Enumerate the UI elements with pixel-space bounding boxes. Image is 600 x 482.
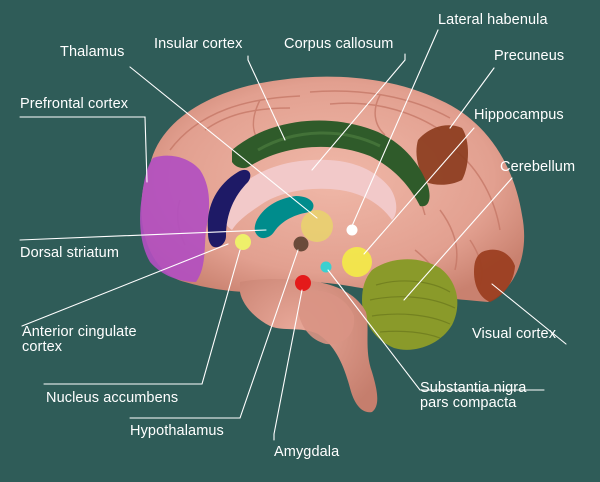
leader-lines xyxy=(19,29,567,441)
label-dorsal-striatum: Dorsal striatum xyxy=(20,245,119,261)
cerebellum-region xyxy=(362,259,458,350)
hypothalamus-marker xyxy=(293,236,309,252)
precuneus-region xyxy=(416,125,468,185)
label-cerebellum: Cerebellum xyxy=(500,159,576,175)
label-anterior-cingulate-cortex: Anterior cingulate cortex xyxy=(22,325,137,355)
label-visual-cortex: Visual cortex xyxy=(472,326,557,342)
anterior-cingulate-region xyxy=(254,196,314,239)
amygdala-marker xyxy=(295,275,311,291)
leader-amygdala xyxy=(273,289,303,441)
leader-hippocampus xyxy=(363,127,475,255)
label-substantia-nigra-line2: pars compacta xyxy=(420,395,517,411)
leader-visual-cortex xyxy=(491,283,567,345)
leader-anterior-cingulate xyxy=(21,243,229,327)
leader-dorsal-striatum xyxy=(19,229,267,241)
label-insular-cortex: Insular cortex xyxy=(154,36,243,52)
label-nucleus-accumbens: Nucleus accumbens xyxy=(46,390,179,406)
label-substantia-nigra-pars-compacta: Substantia nigra pars compacta xyxy=(420,381,526,411)
corpus-callosum-band xyxy=(232,120,430,207)
hippocampus-marker xyxy=(342,247,372,277)
leader-hypothalamus xyxy=(129,249,299,419)
label-anterior-cingulate-line2: cortex xyxy=(22,339,63,355)
substantia-nigra-marker xyxy=(320,261,332,273)
label-thalamus: Thalamus xyxy=(60,44,125,60)
leader-prefrontal-cortex xyxy=(19,116,148,183)
leader-insular-cortex xyxy=(247,55,286,141)
lateral-habenula-marker xyxy=(346,224,358,236)
corpus-callosum-band-shine xyxy=(257,131,381,152)
thalamus-marker xyxy=(301,210,333,242)
corpus-callosum-inner xyxy=(222,159,397,230)
label-precuneus: Precuneus xyxy=(494,48,565,64)
pons xyxy=(298,290,355,345)
leader-lateral-habenula xyxy=(351,29,439,227)
label-hypothalamus: Hypothalamus xyxy=(130,423,224,439)
leader-thalamus xyxy=(129,66,318,219)
leader-corpus-callosum xyxy=(311,53,406,171)
label-amygdala: Amygdala xyxy=(274,444,340,460)
leader-substantia-nigra xyxy=(327,269,545,391)
label-lateral-habenula: Lateral habenula xyxy=(438,12,548,28)
label-hippocampus: Hippocampus xyxy=(474,107,564,123)
nucleus-accumbens-marker xyxy=(235,234,251,250)
leader-nucleus-accumbens xyxy=(43,249,241,385)
label-corpus-callosum: Corpus callosum xyxy=(284,36,394,52)
dorsal-striatum-region xyxy=(207,169,251,248)
label-substantia-nigra-line1: Substantia nigra xyxy=(420,380,527,396)
label-anterior-cingulate-line1: Anterior cingulate xyxy=(22,324,137,340)
prefrontal-cortex-region xyxy=(140,155,210,282)
cerebellum-folia xyxy=(369,280,456,339)
leader-cerebellum xyxy=(403,177,513,301)
leader-precuneus xyxy=(449,67,495,129)
label-prefrontal-cortex: Prefrontal cortex xyxy=(20,96,129,112)
visual-cortex-region xyxy=(474,249,515,302)
